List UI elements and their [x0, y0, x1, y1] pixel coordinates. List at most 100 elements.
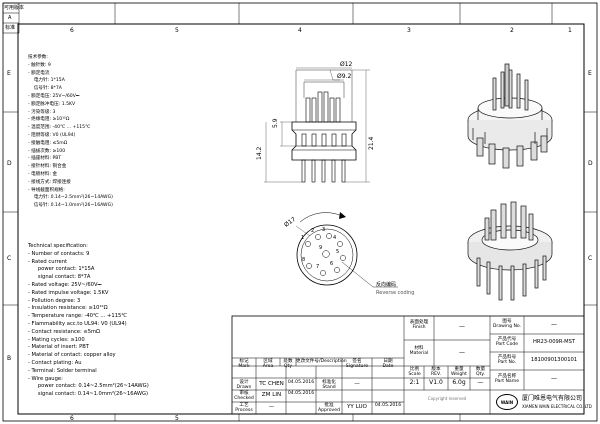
- pin-hole: [306, 263, 312, 269]
- spec-cn-line: 信号针: 8*7A: [28, 86, 62, 92]
- spec-cn-line: - 插座材料: PBT: [28, 156, 62, 162]
- pin-number: 2: [311, 228, 315, 234]
- spec-en-line: - Insulation resistance: ≥10¹²Ω: [28, 305, 108, 312]
- tb-head-date: 日期 Date: [382, 359, 394, 369]
- tb-part-name-label: 产品名称 Part Name: [494, 374, 520, 384]
- spec-en-line: - Rated impulse voltage: 1.5KV: [28, 289, 109, 296]
- tb-part-code-label: 产品代号 Part Code: [495, 337, 519, 347]
- pin-number: 1: [301, 235, 305, 241]
- zone-1-top: 1: [568, 27, 572, 34]
- spec-en-line: - Material of contact: copper alloy: [28, 352, 116, 359]
- spec-cn-line: - 接线方式: 焊接连接: [28, 179, 71, 185]
- dim-inner-diameter: Ø9.2: [337, 73, 352, 80]
- tb-weight-value: 6.0g: [452, 379, 466, 386]
- spec-cn-line: - 温度范围: -40℃ ... +115℃: [28, 125, 91, 131]
- tb-row-std-value: YY LUO: [347, 404, 367, 410]
- spec-cn-line: - 额定电流: [28, 70, 50, 76]
- spec-en-line: - Contact resistance: ≤5mΩ: [28, 328, 101, 335]
- spec-en-line: signal contact: 0.14~1.0mm²(26~16AWG): [28, 391, 149, 398]
- tb-rev-label: 版本 REV.: [430, 367, 442, 377]
- pin-number: 5: [336, 249, 340, 255]
- tb-row-role: 设计 Drawn: [236, 380, 252, 390]
- spec-cn-line: 电力针: 0.14~2.5mm²(26~14AWG): [28, 195, 113, 201]
- company-logo: WAIN: [496, 394, 518, 410]
- tb-weight-label: 重量 Weight: [450, 367, 467, 377]
- company-logo-text: WAIN: [500, 399, 514, 405]
- tb-head-zone: 区域 Area: [262, 359, 274, 369]
- tb-part-name-value: —: [551, 375, 557, 382]
- pin-number: 4: [333, 235, 337, 241]
- spec-cn-line: - 绝缘电阻: ≥10¹²Ω: [28, 117, 70, 123]
- zone-6-bottom: 6: [70, 415, 74, 422]
- tb-part-no-label: 产品料号 Part No.: [497, 355, 517, 365]
- pin-number: 8: [302, 257, 306, 263]
- zone-e-left: E: [7, 70, 11, 77]
- spec-en-line: - Contact plating: Au: [28, 360, 82, 366]
- spec-en-line: - Rated voltage: 25V~/60V⎓: [28, 282, 102, 288]
- tb-row-std-value: —: [354, 381, 360, 387]
- tb-row-date: 04.05.2016: [287, 391, 315, 396]
- pin-hole: [322, 250, 330, 258]
- spec-cn-line: - 电镀材料: 金: [28, 172, 58, 177]
- spec-en-line: - Pollution degree: 3: [28, 297, 81, 304]
- tb-rev-value: V1.0: [429, 379, 443, 386]
- zone-c-right: C: [588, 255, 593, 262]
- tb-finish-value: —: [459, 323, 465, 330]
- zone-3-top: 3: [407, 27, 411, 34]
- spec-en-line: - Rated current: [28, 258, 68, 265]
- coding-label-cn: 反向编码: [376, 282, 397, 288]
- tb-drawing-no-value: —: [551, 321, 557, 328]
- pin-hole: [326, 233, 332, 239]
- spec-en-title: Technical specification:: [28, 243, 88, 249]
- tb-head-signature: 签名 Signature: [345, 359, 369, 369]
- spec-cn-line: - 额定脉冲电压: 1.5KV: [28, 101, 76, 107]
- spec-en-line: - Flammability acc.to UL94: V0 (UL94): [28, 321, 127, 327]
- tb-footer-note: Copyright reserved: [427, 396, 467, 401]
- pin-hole: [340, 255, 346, 261]
- tb-drawing-no-label: 图号 Drawing No.: [492, 319, 522, 329]
- spec-cn-line: 电力针: 1*15A: [28, 78, 65, 84]
- tb-qty-value: —: [477, 379, 484, 386]
- spec-en-line: signal contact: 8*7A: [28, 274, 91, 281]
- spec-cn-line: - 触针数: 9: [28, 62, 51, 68]
- tb-part-no-value: 18100901300101: [530, 357, 578, 363]
- tb-row-std-label: 批准 Approved: [317, 403, 341, 413]
- tb-row-std-date: 04.05.2016: [374, 403, 402, 408]
- pin-number: 6: [330, 261, 334, 267]
- tb-material-label: 材料 Material: [409, 346, 429, 356]
- tb-row-date: 04.05.2016: [287, 380, 315, 385]
- tb-material-value: —: [459, 349, 465, 356]
- zone-2-top: 2: [510, 27, 514, 34]
- zone-4-top: 4: [298, 27, 302, 34]
- spec-en-line: power contact: 1*15A: [28, 266, 95, 273]
- tb-part-code-value: HR23-009R-MST: [532, 339, 576, 345]
- pin-number: 7: [316, 264, 320, 270]
- spec-en-line: - Number of contacts: 9: [28, 250, 90, 257]
- tb-row-name: ZM LIN: [261, 392, 282, 398]
- spec-en-line: - Terminal: Solder terminal: [28, 367, 97, 374]
- pin-number: 9: [319, 245, 323, 251]
- pin-hole: [315, 234, 321, 240]
- tb-row-name: TC CHEN: [259, 381, 284, 387]
- zone-d-left: D: [7, 160, 12, 167]
- spec-cn-line: - 接针材料: 铜合金: [28, 164, 67, 170]
- spec-cn-title: 技术参数:: [28, 55, 48, 60]
- tb-scale-label: 比例 Scale: [408, 367, 421, 377]
- zone-e-right: E: [588, 70, 592, 77]
- zone-5-top: 5: [175, 27, 179, 34]
- spec-cn-line: - 阻燃等级: V0 (UL94): [28, 133, 76, 138]
- stamp-line-2: A: [8, 15, 12, 21]
- tb-qty-label: 数量 Qty.: [475, 367, 486, 377]
- zone-5-bottom: 5: [175, 415, 179, 422]
- tb-row-role: 审核 Checked: [234, 391, 254, 401]
- tb-row-std-label: 标准化 Stand: [322, 380, 336, 390]
- spec-en-line: power contact: 0.14~2.5mm²(26~14AWG): [28, 383, 149, 390]
- spec-cn-line: - 插拔次数: ≥100: [28, 148, 66, 154]
- zone-c-left: C: [7, 255, 12, 262]
